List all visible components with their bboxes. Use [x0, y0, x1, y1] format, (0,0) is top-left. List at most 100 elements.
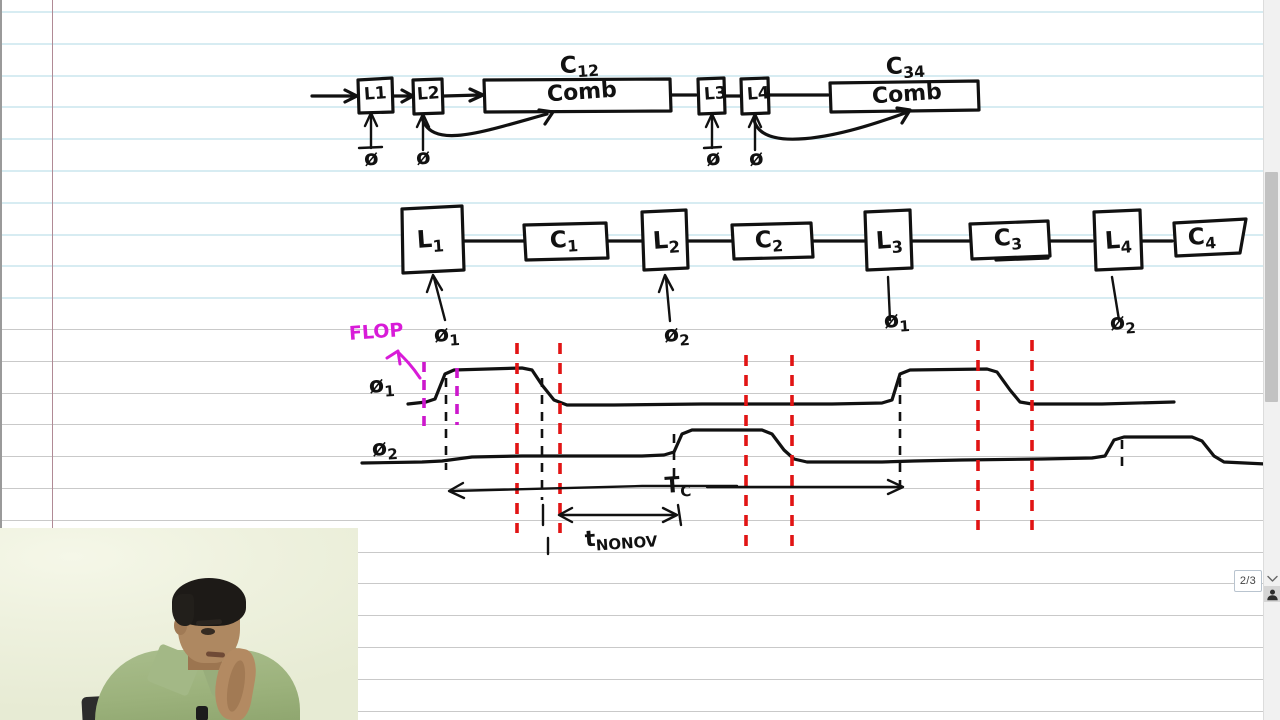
feedback-curve-C34 [752, 111, 907, 141]
paper-margin-line [52, 0, 53, 528]
mid-clk2-sub: 2 [678, 330, 691, 350]
mid-C1-sub: 1 [566, 236, 579, 256]
mid-block-C3-label: C3 [993, 224, 1023, 254]
mid-clock-label-2: ø2 [663, 322, 691, 350]
mid-C1-letter: C [549, 226, 568, 254]
timing-diagram-group [360, 340, 1263, 556]
mid-block-L2-label: L2 [651, 225, 681, 258]
tc-sub: C [679, 481, 692, 501]
paper-rule-line [2, 520, 1263, 521]
paper-rule-line [2, 265, 1263, 267]
mid-clock-label-4: ø2 [1109, 310, 1137, 338]
flop-pointer-line [396, 350, 422, 380]
top-tag-C12: C12 [559, 52, 600, 81]
paper-rule-line [2, 297, 1263, 299]
waveform-phi1-label: ø1 [368, 372, 396, 401]
flop-pointer-head [385, 349, 402, 366]
paper-rule-line [2, 552, 1263, 553]
top-tag-C34-letter: C [885, 53, 904, 81]
top-block-comb12-label: Comb [546, 77, 618, 108]
flop-annotation-label: FLOP [348, 319, 405, 345]
paper-rule-line [2, 234, 1263, 236]
presenter-eye [201, 628, 215, 635]
stray-tick-3 [676, 503, 683, 527]
mid-clock-label-1: ø1 [433, 321, 460, 350]
top-tag-C34-sub: 34 [902, 61, 926, 83]
mid-L4-letter: L [1103, 225, 1122, 255]
mid-L2-letter: L [651, 225, 670, 255]
mid-block-C1-label: C1 [549, 226, 579, 256]
paper-rule-line [2, 393, 1263, 394]
clock-arrow-L2-head [415, 112, 431, 129]
top-block-comb34-label: Comb [871, 79, 943, 110]
mid-block-C4-label: C4 [1187, 223, 1217, 253]
mid-C2-sub: 2 [771, 236, 784, 256]
page-indicator[interactable]: 2/3 [1234, 570, 1262, 592]
mid-clock-arrow-L2-line [664, 276, 672, 323]
chevron-down-icon[interactable] [1265, 572, 1279, 586]
mid-L3-sub: 3 [891, 237, 904, 258]
top-block-L2-label: L2 [416, 83, 441, 105]
top-block-L3-label: L3 [703, 83, 728, 105]
mid-block-L4-label: L4 [1103, 225, 1133, 258]
wire-L2-C12 [442, 93, 482, 98]
paper-rule-line [2, 75, 1263, 77]
tnonov-letter: t [584, 526, 597, 553]
tc-measurement-label: TC [664, 472, 692, 501]
mid-clock-label-3: ø1 [883, 307, 911, 336]
clock-arrow-L4-head [747, 112, 763, 129]
phi2-letter: ø [371, 435, 388, 462]
arrow-L1-L2 [400, 88, 415, 104]
presenter-avatar-icon[interactable] [1264, 586, 1280, 602]
paper-rule-line [2, 106, 1263, 108]
clock-arrow-L3-head [704, 112, 720, 129]
mid-clock-arrow-L2-head [657, 273, 675, 294]
mid-clock-arrow-L1-line [432, 276, 447, 322]
mid-L1-letter: L [415, 224, 434, 254]
mid-L2-sub: 2 [668, 237, 681, 258]
presenter-video-overlay[interactable] [0, 528, 358, 720]
top-block-L4-label: L4 [746, 83, 771, 105]
mid-C3-letter: C [993, 224, 1012, 252]
mid-block-L1-label: L1 [415, 224, 445, 257]
paper-rule-line [2, 583, 1263, 584]
phi1-letter: ø [368, 372, 385, 399]
mid-L4-sub: 4 [1120, 237, 1133, 258]
mid-clk1-letter: ø [433, 321, 450, 348]
mid-L1-sub: 1 [432, 236, 445, 257]
vertical-scrollbar-thumb[interactable] [1265, 172, 1278, 402]
tnonov-measurement-label: tNONOV [584, 525, 658, 555]
paper-rule-line [2, 43, 1263, 45]
paper-rule-line [2, 615, 1263, 616]
mid-block-C3-underline [994, 256, 1050, 262]
paper-rule-line [2, 711, 1263, 712]
waveform-phi1 [406, 366, 1176, 407]
paper-rule-line [2, 170, 1263, 172]
mid-clk3-letter: ø [883, 307, 900, 334]
top-input-arrowhead [343, 88, 359, 104]
top-clock-label-3: ø [705, 145, 722, 171]
tc-left-arrow-head [447, 481, 466, 500]
mid-C4-letter: C [1187, 223, 1206, 251]
mid-clk4-sub: 2 [1124, 318, 1137, 338]
mid-L3-letter: L [874, 225, 893, 255]
paper-rule-line [2, 647, 1263, 648]
top-clock-label-2: ø [415, 144, 432, 170]
top-clock-label-4: ø [748, 145, 765, 171]
feedback-arrow-C34 [895, 106, 912, 125]
feedback-curve-C12 [420, 112, 549, 138]
paper-rule-line [2, 202, 1263, 204]
mid-C3-sub: 3 [1010, 234, 1023, 254]
diagram-middle-group [400, 204, 1248, 323]
tc-letter: T [664, 472, 681, 499]
presenter-sideburn [172, 594, 194, 626]
arrow-L2-C12 [468, 87, 485, 103]
mid-clk3-sub: 1 [898, 316, 911, 336]
tc-right-arrow-head [886, 478, 905, 496]
paper-rule-line [2, 424, 1263, 425]
paper-rule-line [2, 456, 1263, 457]
paper-rule-line [2, 679, 1263, 680]
mid-clock-arrow-L1-head [425, 273, 444, 294]
phi1-sub: 1 [383, 381, 396, 401]
